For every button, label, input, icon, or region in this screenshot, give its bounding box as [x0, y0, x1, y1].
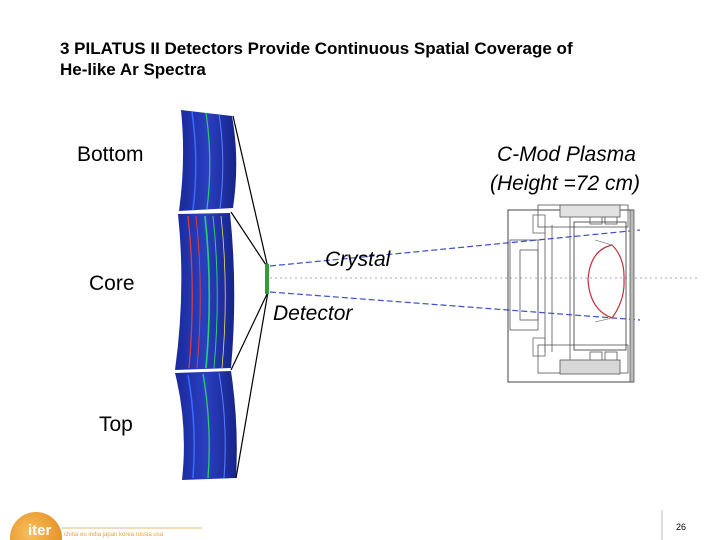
label-detector: Detector [273, 302, 353, 325]
crystal-element [265, 264, 269, 294]
slide-title: 3 PILATUS II Detectors Provide Continuou… [60, 38, 700, 80]
title-line-2: He-like Ar Spectra [60, 60, 206, 79]
footer-partners: china eu india japan korea russia usa [64, 532, 164, 538]
detector-image-core [175, 213, 235, 370]
label-crystal: Crystal [325, 248, 391, 271]
xray-rays [269, 229, 641, 321]
title-line-1: 3 PILATUS II Detectors Provide Continuou… [60, 39, 573, 58]
detector-image-top [175, 371, 237, 480]
tokamak-cross-section [507, 204, 635, 383]
projection-lines [230, 115, 269, 479]
label-bottom: Bottom [77, 143, 144, 166]
iter-logo-icon [10, 512, 62, 540]
label-plasma-line-2: (Height =72 cm) [490, 172, 640, 195]
label-core: Core [89, 272, 135, 295]
label-plasma-line-1: C-Mod Plasma [497, 143, 636, 166]
page-number: 26 [676, 522, 687, 532]
detector-image-bottom [179, 110, 237, 211]
iter-logo-text: iter [28, 522, 52, 539]
label-top: Top [99, 413, 133, 436]
